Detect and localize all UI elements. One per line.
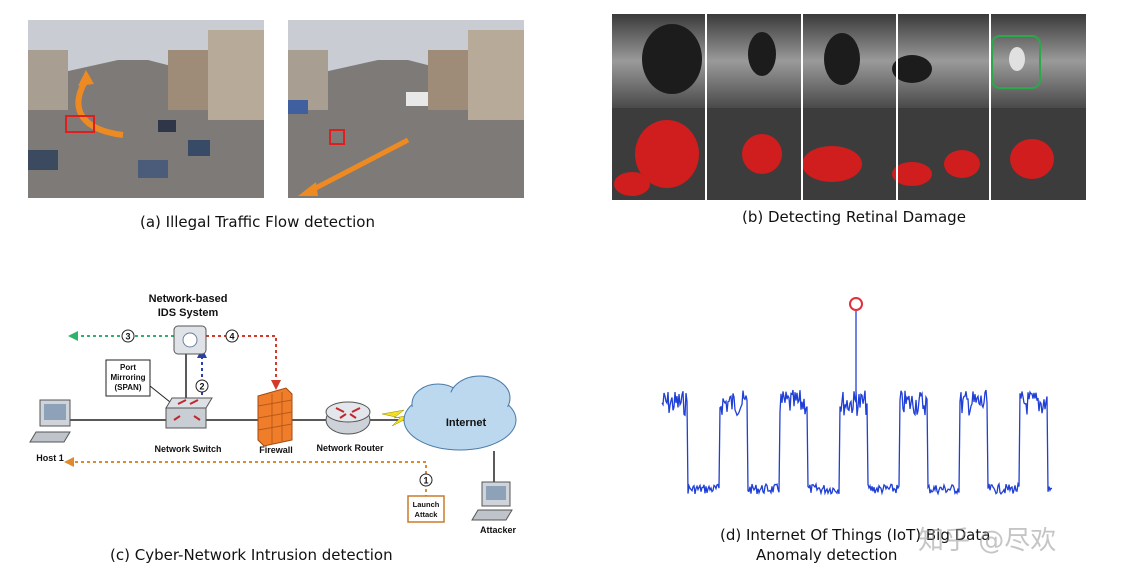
caption-a: (a) Illegal Traffic Flow detection xyxy=(140,213,375,231)
attacker-computer-icon xyxy=(471,481,513,521)
arrow-4 xyxy=(206,335,277,384)
internet-label: Internet xyxy=(446,417,487,429)
retina-image-grid xyxy=(612,14,1086,200)
svg-text:(SPAN): (SPAN) xyxy=(115,383,142,392)
ids-sensor-icon xyxy=(173,325,207,355)
detection-box xyxy=(65,115,95,133)
svg-text:1: 1 xyxy=(423,476,428,486)
step-circle-1: 1 xyxy=(419,473,433,487)
svg-text:Attack: Attack xyxy=(415,510,439,519)
ids-title-line2: IDS System xyxy=(158,307,219,319)
network-diagram: 3 4 2 1 Network-based IDS System Port Mi… xyxy=(20,286,540,542)
ids-title-line1: Network-based xyxy=(149,293,228,305)
svg-text:Mirroring: Mirroring xyxy=(110,373,145,382)
host-computer-icon xyxy=(29,399,71,443)
attacker-label: Attacker xyxy=(480,525,517,535)
port-mirroring-box: Port Mirroring (SPAN) xyxy=(105,359,171,403)
network-switch-icon xyxy=(165,397,213,429)
step-circle-3: 3 xyxy=(121,329,135,343)
firewall-label: Firewall xyxy=(259,445,293,455)
traffic-image-left xyxy=(28,20,264,198)
svg-text:Launch: Launch xyxy=(413,500,440,509)
router-label: Network Router xyxy=(316,443,384,453)
switch-label: Network Switch xyxy=(154,444,221,454)
launch-attack-box: Launch Attack xyxy=(407,495,445,523)
caption-b: (b) Detecting Retinal Damage xyxy=(742,208,966,226)
caption-d-line1: (d) Internet Of Things (IoT) Big Data xyxy=(720,526,991,544)
traffic-image-right xyxy=(288,20,524,198)
svg-text:4: 4 xyxy=(229,332,234,342)
firewall-icon xyxy=(257,387,293,447)
step-circle-2: 2 xyxy=(195,379,209,393)
step-circle-4: 4 xyxy=(225,329,239,343)
svg-text:3: 3 xyxy=(125,332,130,342)
watermark: 知乎 @尽欢 xyxy=(918,526,1057,556)
detection-box xyxy=(329,129,345,145)
router-icon xyxy=(325,401,371,435)
svg-text:2: 2 xyxy=(199,382,204,392)
caption-c: (c) Cyber-Network Intrusion detection xyxy=(110,546,393,564)
internet-cloud-icon xyxy=(403,375,517,451)
wrong-way-arrow xyxy=(306,137,410,195)
caption-d-line2: Anomaly detection xyxy=(756,546,898,564)
anomaly-circle xyxy=(849,297,863,311)
signal-line xyxy=(661,310,1053,496)
svg-text:Port: Port xyxy=(120,363,136,372)
arrow-1 xyxy=(70,461,427,498)
iot-signal-plot xyxy=(650,290,1060,510)
host-label: Host 1 xyxy=(36,453,64,463)
